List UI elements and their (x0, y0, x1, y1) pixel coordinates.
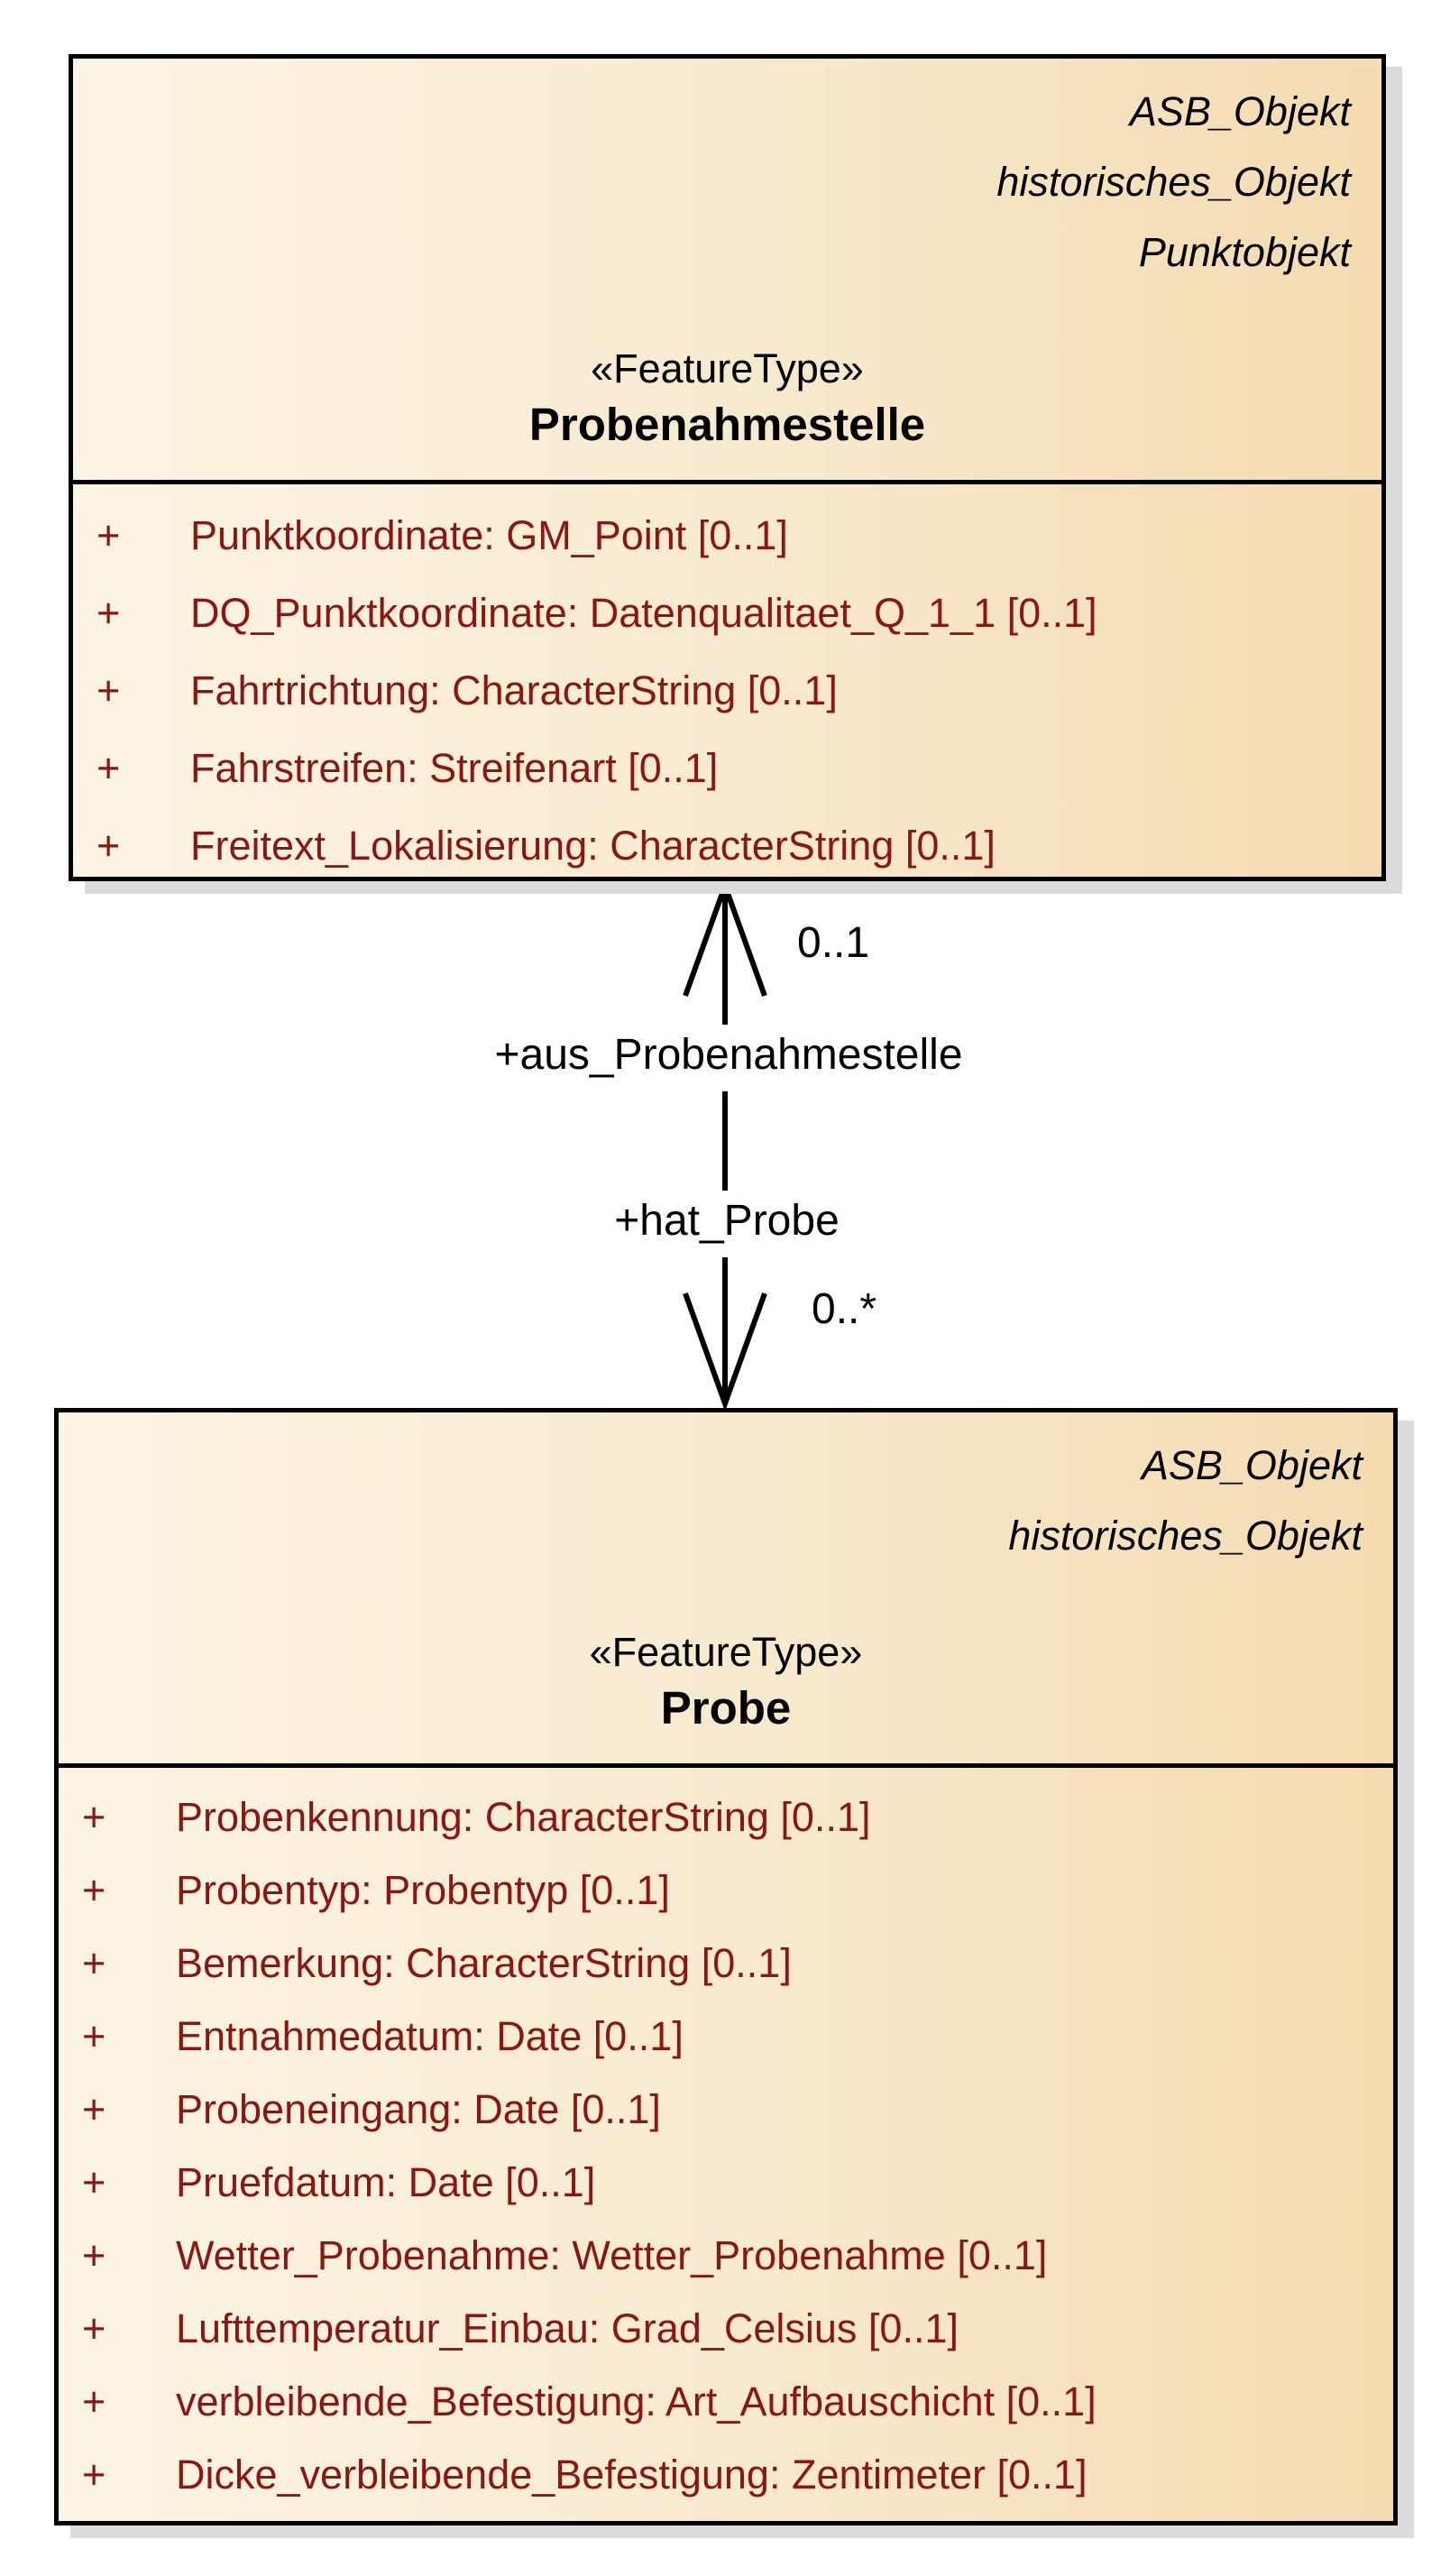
attribute-text: Fahrstreifen: Streifenart [0..1] (190, 745, 719, 791)
visibility-sign: + (96, 745, 121, 791)
visibility-sign: + (82, 2013, 106, 2059)
attribute-row: + Punktkoordinate: GM_Point [0..1] (96, 497, 1372, 575)
attribute-text: DQ_Punktkoordinate: Datenqualitaet_Q_1_1… (190, 590, 1097, 636)
attribute-row: + Fahrtrichtung: CharacterString [0..1] (96, 652, 1372, 730)
multiplicity-source: 0..1 (797, 919, 870, 967)
visibility-sign: + (82, 2159, 106, 2205)
attribute-row: + Fahrstreifen: Streifenart [0..1] (96, 730, 1372, 807)
inherited-stereotypes: ASB_Objekt historisches_Objekt (59, 1412, 1393, 1571)
visibility-sign: + (96, 667, 121, 713)
class-title-block: «FeatureType» Probe (59, 1626, 1393, 1763)
class-probenahmestelle: ASB_Objekt historisches_Objekt Punktobje… (69, 54, 1386, 881)
attribute-row: + Probeneingang: Date [0..1] (82, 2073, 1384, 2146)
attribute-text: verbleibende_Befestigung: Art_Aufbauschi… (176, 2378, 1097, 2424)
inherited-stereotype: ASB_Objekt (1141, 1442, 1363, 1488)
attribute-text: Entnahmedatum: Date [0..1] (176, 2013, 684, 2059)
stereotype-label: «FeatureType» (589, 1629, 863, 1675)
class-header: ASB_Objekt historisches_Objekt Punktobje… (73, 59, 1381, 480)
stereotype-label: «FeatureType» (591, 345, 864, 391)
open-arrowhead-down-icon (683, 1292, 767, 1412)
inherited-stereotype: historisches_Objekt (1008, 1513, 1363, 1559)
visibility-sign: + (96, 590, 121, 636)
attribute-text: Bemerkung: CharacterString [0..1] (176, 1940, 792, 1986)
attribute-text: Punktkoordinate: GM_Point [0..1] (190, 512, 788, 558)
attribute-row: + Pruefdatum: Date [0..1] (82, 2146, 1384, 2219)
visibility-sign: + (82, 2086, 106, 2132)
visibility-sign: + (82, 2232, 106, 2278)
attribute-text: Freitext_Lokalisierung: CharacterString … (190, 823, 996, 869)
attribute-row: + Lufttemperatur_Einbau: Grad_Celsius [0… (82, 2292, 1384, 2365)
visibility-sign: + (96, 823, 121, 869)
class-probe: ASB_Objekt historisches_Objekt «FeatureT… (54, 1408, 1398, 2525)
visibility-sign: + (82, 2452, 106, 2498)
visibility-sign: + (82, 2378, 106, 2424)
attribute-text: Probenkennung: CharacterString [0..1] (176, 1794, 871, 1840)
inherited-stereotypes: ASB_Objekt historisches_Objekt Punktobje… (73, 59, 1381, 288)
attribute-text: Pruefdatum: Date [0..1] (176, 2159, 596, 2205)
class-title-block: «FeatureType» Probenahmestelle (73, 343, 1381, 480)
attribute-row: + Bemerkung: CharacterString [0..1] (82, 1927, 1384, 2000)
attribute-row: + Probenkennung: CharacterString [0..1] (82, 1780, 1384, 1854)
open-arrowhead-up-icon (683, 878, 767, 998)
class-name: Probe (660, 1682, 792, 1734)
attributes-compartment: + Probenkennung: CharacterString [0..1] … (59, 1763, 1393, 2521)
attribute-row: + Probentyp: Probentyp [0..1] (82, 1854, 1384, 1927)
inherited-stereotype: Punktobjekt (1138, 229, 1351, 275)
attribute-row: + Entnahmedatum: Date [0..1] (82, 2000, 1384, 2073)
attribute-text: Fahrtrichtung: CharacterString [0..1] (190, 667, 838, 713)
visibility-sign: + (82, 1940, 106, 1986)
attribute-text: Lufttemperatur_Einbau: Grad_Celsius [0..… (176, 2305, 959, 2351)
class-header: ASB_Objekt historisches_Objekt «FeatureT… (59, 1412, 1393, 1763)
visibility-sign: + (82, 1867, 106, 1913)
attribute-text: Wetter_Probenahme: Wetter_Probenahme [0.… (176, 2232, 1048, 2278)
role-hat-probe: +hat_Probe (600, 1191, 854, 1257)
attribute-row: + Dicke_verbleibende_Befestigung: Zentim… (82, 2438, 1384, 2511)
multiplicity-target: 0..* (812, 1285, 877, 1333)
attribute-row: + Wetter_Probenahme: Wetter_Probenahme [… (82, 2219, 1384, 2292)
visibility-sign: + (82, 1794, 106, 1840)
attributes-compartment: + Punktkoordinate: GM_Point [0..1] + DQ_… (73, 480, 1381, 885)
attribute-text: Probeneingang: Date [0..1] (176, 2086, 661, 2132)
inherited-stereotype: historisches_Objekt (996, 159, 1351, 205)
visibility-sign: + (96, 512, 121, 558)
inherited-stereotype: ASB_Objekt (1129, 88, 1351, 134)
attribute-row: + verbleibende_Befestigung: Art_Aufbausc… (82, 2365, 1384, 2438)
role-aus-probenahmestelle: +aus_Probenahmestelle (480, 1025, 977, 1091)
class-name: Probenahmestelle (528, 399, 926, 450)
attribute-text: Dicke_verbleibende_Befestigung: Zentimet… (176, 2452, 1088, 2498)
attribute-text: Probentyp: Probentyp [0..1] (176, 1867, 670, 1913)
attribute-row: + DQ_Punktkoordinate: Datenqualitaet_Q_1… (96, 575, 1372, 652)
visibility-sign: + (82, 2305, 106, 2351)
attribute-row: + Freitext_Lokalisierung: CharacterStrin… (96, 807, 1372, 885)
